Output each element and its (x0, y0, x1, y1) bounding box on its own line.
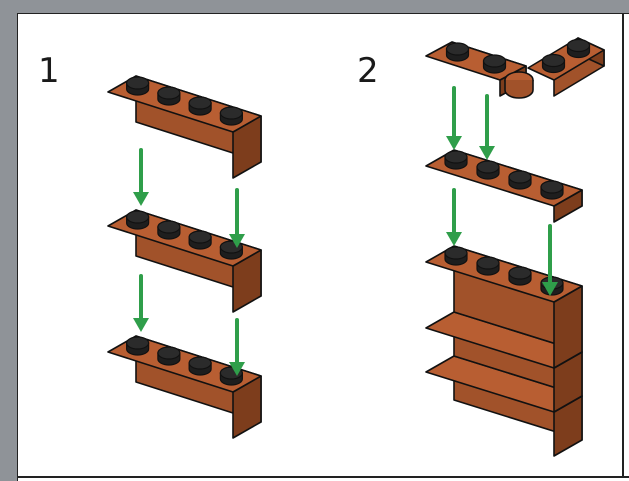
step2-stack-brick-1-stud-1 (444, 246, 468, 266)
step1-brick-bottom-stud-4 (219, 366, 243, 386)
step2-hinge-plate-left (425, 41, 527, 97)
step2-hinge-plate-right (527, 37, 605, 97)
step2-hinge-plate-left-stud-2 (482, 54, 507, 74)
step1-brick-top-stud-3 (188, 96, 212, 116)
step2-stack-brick-3 (425, 355, 583, 457)
step1-brick-middle-stud-1 (126, 210, 150, 230)
step1-arrow-left-upper (133, 148, 149, 206)
step2-stack-brick-1 (425, 245, 583, 369)
step2-arrow-plate-left (446, 188, 462, 246)
step2-plate-stud-1 (444, 150, 468, 170)
step1-brick-top-stud-1 (126, 76, 150, 96)
step1-arrow-right-lower (229, 318, 245, 376)
panel-bottom-border (17, 476, 629, 478)
step2-stack-brick-1-stud-2 (476, 256, 500, 276)
step2-arrow-hinge-left (446, 86, 462, 150)
step1-brick-top-stud-4 (219, 106, 243, 126)
step2-plate (425, 149, 583, 223)
step1-brick-middle-stud-2 (157, 220, 181, 240)
step2-hinge-plate-left-stud-1 (445, 42, 470, 62)
step2-plate-stud-2 (476, 160, 500, 180)
step2-plate-stud-4 (540, 180, 564, 200)
step1-brick-top-stud-2 (157, 86, 181, 106)
step1-arrow-right-upper (229, 188, 245, 248)
step1-brick-middle (107, 209, 262, 313)
bricks-layer (107, 37, 605, 457)
step-2-number: 2 (357, 51, 379, 91)
step2-hinge-plate-right-stud-1 (541, 53, 566, 74)
step2-plate-stud-3 (508, 170, 532, 190)
step1-brick-bottom-stud-2 (157, 346, 181, 366)
arrows-layer (133, 86, 558, 376)
step2-hinge-plate-right-stud-2 (566, 38, 591, 59)
panel-right-border (622, 13, 624, 478)
step1-brick-bottom (107, 335, 262, 439)
step2-stack-brick-2 (425, 311, 583, 413)
step2-stack-brick-1-stud-3 (508, 266, 532, 286)
step2-hinge-joint (504, 71, 534, 99)
step1-brick-middle-stud-3 (188, 230, 212, 250)
step2-arrow-plate-right (542, 224, 558, 296)
step1-brick-bottom-stud-1 (126, 336, 150, 356)
step1-arrow-left-lower (133, 274, 149, 332)
step-1-number: 1 (38, 51, 60, 91)
step1-brick-bottom-stud-3 (188, 356, 212, 376)
step2-arrow-hinge-middle (479, 94, 495, 160)
step1-brick-top (107, 75, 262, 179)
